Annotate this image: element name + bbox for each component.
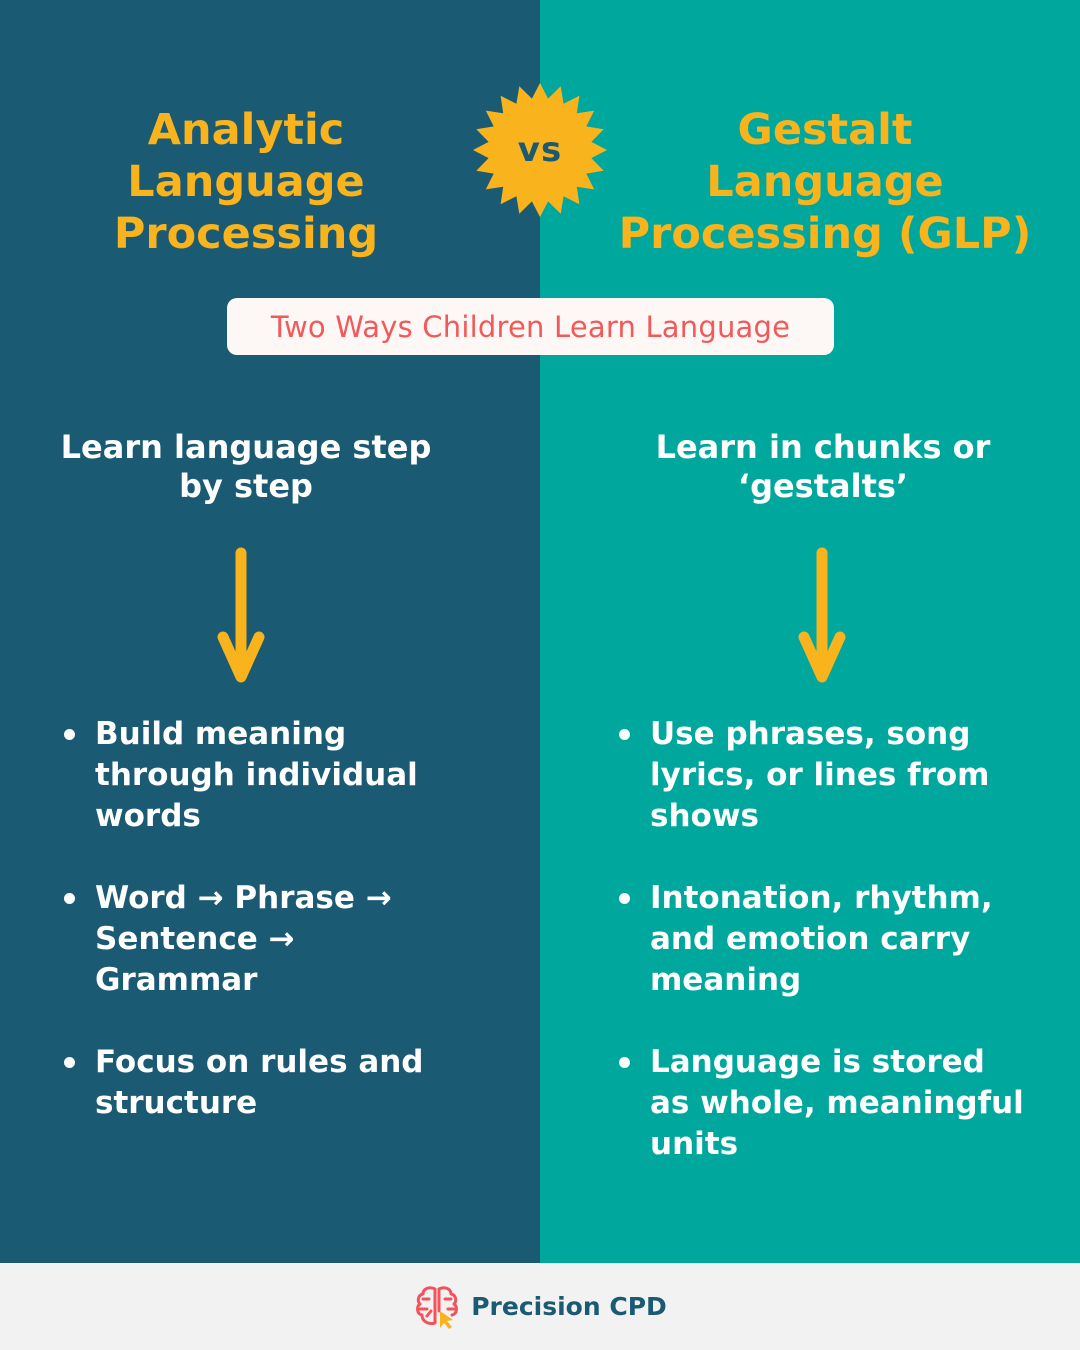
list-item: Focus on rules and structure <box>60 1042 480 1124</box>
starburst-icon <box>473 83 607 217</box>
bullet-line: structure <box>95 1085 258 1121</box>
subtitle-pill: Two Ways Children Learn Language <box>227 298 834 355</box>
bullet-line: Intonation, rhythm, <box>650 880 993 916</box>
bullet-icon <box>619 893 630 904</box>
bullet-line: Grammar <box>95 962 258 998</box>
bullet-line: Word → Phrase → <box>95 880 392 916</box>
title-line: Gestalt <box>737 105 913 155</box>
subheading-line: Learn in chunks or <box>655 428 991 466</box>
bullet-line: Build meaning <box>95 716 347 752</box>
brand-logo-link[interactable]: Precision CPD <box>413 1283 667 1331</box>
title-line: Language <box>706 157 944 207</box>
bullet-line: shows <box>650 798 759 834</box>
bullet-icon <box>64 1057 75 1068</box>
vs-label: vs <box>517 130 563 170</box>
arrow-down-icon <box>792 545 852 685</box>
bullet-icon <box>619 1057 630 1068</box>
footer: Precision CPD <box>0 1263 1080 1350</box>
bullet-line: through individual <box>95 757 418 793</box>
subheading-line: Learn language step <box>60 428 432 466</box>
bullet-line: Use phrases, song <box>650 716 971 752</box>
brand-name: Precision CPD <box>471 1292 667 1321</box>
vs-badge: vs <box>472 82 608 218</box>
list-item: Build meaning through individual words <box>60 714 480 837</box>
gestalt-panel <box>540 0 1080 1263</box>
bullet-line: Sentence → <box>95 921 295 957</box>
subheading-line: by step <box>179 467 313 505</box>
title-line: Processing (GLP) <box>618 209 1032 259</box>
bullet-line: Language is stored <box>650 1044 985 1080</box>
bullet-line: as whole, meaningful <box>650 1085 1024 1121</box>
subheading-line: ‘gestalts’ <box>737 467 909 505</box>
bullet-icon <box>64 893 75 904</box>
analytic-panel <box>0 0 540 1263</box>
analytic-title: Analytic Language Processing <box>0 104 492 260</box>
list-item: Word → Phrase → Sentence → Grammar <box>60 878 480 1001</box>
title-line: Processing <box>113 209 379 259</box>
analytic-bullet-list: Build meaning through individual words W… <box>60 714 480 1165</box>
analytic-subheading: Learn language step by step <box>0 428 492 506</box>
bullet-line: meaning <box>650 962 802 998</box>
list-item: Intonation, rhythm, and emotion carry me… <box>615 878 1075 1001</box>
bullet-line: words <box>95 798 201 834</box>
gestalt-subheading: Learn in chunks or ‘gestalts’ <box>560 428 1080 506</box>
bullet-line: and emotion carry <box>650 921 971 957</box>
title-line: Analytic <box>147 105 345 155</box>
list-item: Language is stored as whole, meaningful … <box>615 1042 1075 1165</box>
gestalt-title: Gestalt Language Processing (GLP) <box>560 104 1080 260</box>
bullet-line: Focus on rules and <box>95 1044 424 1080</box>
brain-cursor-icon <box>413 1283 461 1331</box>
bullet-line: units <box>650 1126 739 1162</box>
list-item: Use phrases, song lyrics, or lines from … <box>615 714 1075 837</box>
bullet-icon <box>64 729 75 740</box>
title-line: Language <box>127 157 365 207</box>
bullet-icon <box>619 729 630 740</box>
bullet-line: lyrics, or lines from <box>650 757 990 793</box>
gestalt-bullet-list: Use phrases, song lyrics, or lines from … <box>615 714 1075 1206</box>
arrow-down-icon <box>211 545 271 685</box>
